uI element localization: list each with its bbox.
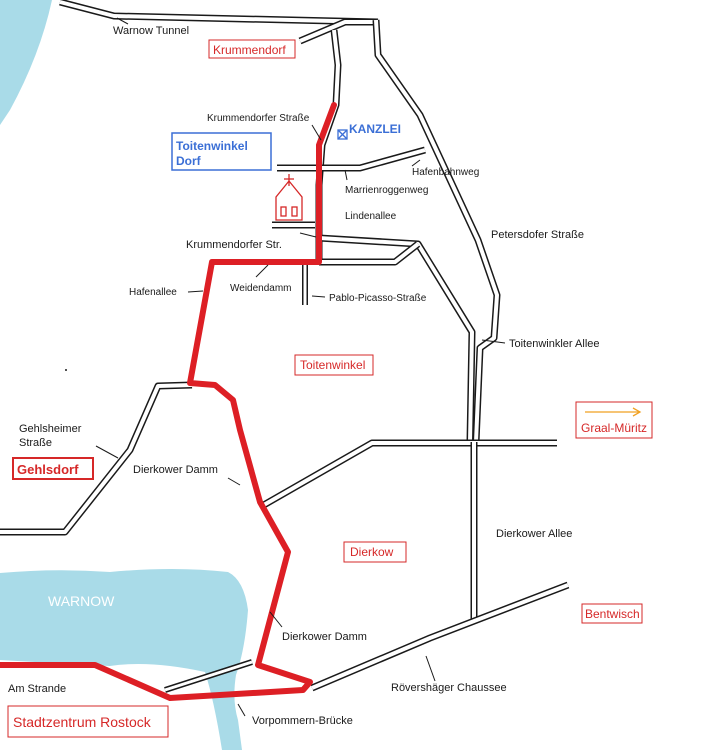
place-stadtzentrum: Stadtzentrum Rostock bbox=[13, 714, 152, 730]
office-label: KANZLEI bbox=[349, 122, 401, 136]
label-leaders bbox=[95, 17, 506, 717]
arrow-right-icon bbox=[585, 407, 642, 417]
label-dierkower-damm-south: Dierkower Damm bbox=[282, 631, 367, 643]
office-marker-icon bbox=[337, 129, 348, 140]
label-vorpommern-bruecke: Vorpommern-Brücke bbox=[252, 715, 353, 727]
map-dot bbox=[65, 369, 67, 371]
label-marrienroggenweg: Marrienroggenweg bbox=[345, 185, 428, 196]
label-petersdorfer: Petersdofer Straße bbox=[491, 229, 584, 241]
route-line bbox=[0, 102, 337, 701]
place-dierkow: Dierkow bbox=[350, 545, 394, 559]
place-graal-mueritz: Graal-Müritz bbox=[581, 421, 647, 435]
label-dierkower-damm-north: Dierkower Damm bbox=[133, 464, 218, 476]
label-hafenallee: Hafenallee bbox=[129, 287, 177, 298]
water-northwest bbox=[0, 0, 52, 125]
label-gehlsheimer-1: Gehlsheimer bbox=[19, 423, 82, 435]
label-krummendorfer-strasse: Krummendorfer Straße bbox=[207, 113, 310, 124]
place-toitenwinkel-dorf-1: Toitenwinkel bbox=[176, 139, 248, 153]
place-bentwisch: Bentwisch bbox=[585, 607, 640, 621]
street-labels: Warnow Tunnel Krummendorfer Straße Hafen… bbox=[8, 25, 600, 727]
label-warnow-tunnel: Warnow Tunnel bbox=[113, 25, 189, 37]
place-gehlsdorf: Gehlsdorf bbox=[17, 462, 79, 477]
church-icon bbox=[275, 174, 303, 221]
label-gehlsheimer-2: Straße bbox=[19, 437, 52, 449]
label-roevershaeger: Rövershäger Chaussee bbox=[391, 682, 507, 694]
label-hafenbahnweg: Hafenbahnweg bbox=[412, 167, 479, 178]
label-weidendamm: Weidendamm bbox=[230, 283, 292, 294]
place-krummendorf: Krummendorf bbox=[213, 43, 286, 57]
label-krummendorfer-str: Krummendorfer Str. bbox=[186, 239, 282, 251]
label-lindenallee: Lindenallee bbox=[345, 211, 397, 222]
place-toitenwinkel: Toitenwinkel bbox=[300, 358, 365, 372]
label-dierkower-allee: Dierkower Allee bbox=[496, 528, 572, 540]
warnow-label: WARNOW bbox=[48, 593, 115, 609]
water-warnow bbox=[0, 569, 248, 750]
water-areas: WARNOW bbox=[0, 0, 248, 750]
place-labels: Krummendorf Toitenwinkel Dorf Toitenwink… bbox=[7, 39, 653, 738]
road-network bbox=[0, 0, 570, 693]
label-am-strande: Am Strande bbox=[8, 683, 66, 695]
label-pablo-picasso: Pablo-Picasso-Straße bbox=[329, 293, 427, 304]
place-toitenwinkel-dorf-2: Dorf bbox=[176, 154, 202, 168]
label-toitenwinkler-allee: Toitenwinkler Allee bbox=[509, 338, 600, 350]
